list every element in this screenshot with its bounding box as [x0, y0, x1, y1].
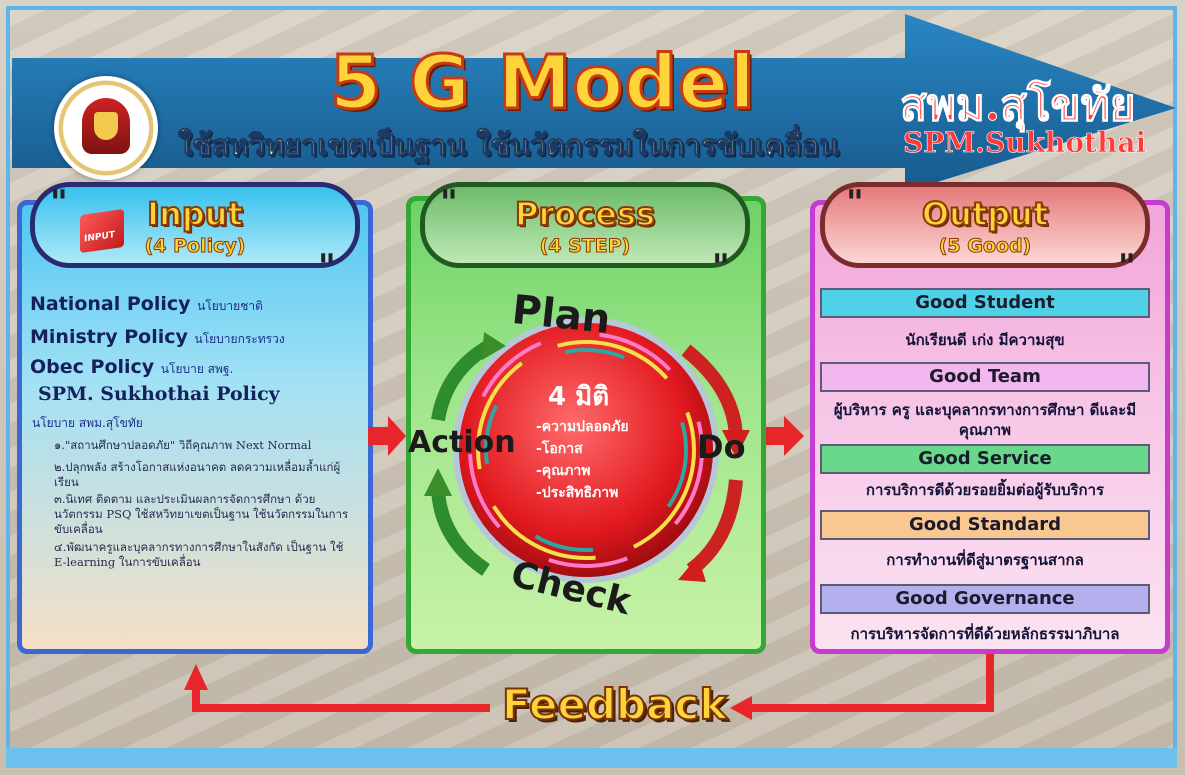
policy-item: National Policy นโยบายชาติ — [30, 293, 263, 315]
input-title: Input — [146, 194, 244, 234]
cycle-ring-teal — [484, 348, 688, 552]
policy-step: ๑."สถานศึกษาปลอดภัย" วิถีคุณภาพ Next Nor… — [54, 438, 312, 452]
quote-open-icon: " — [846, 183, 864, 223]
output-subtitle: (5 Good) — [938, 235, 1032, 258]
feedback-label: Feedback — [501, 679, 728, 730]
output-panel — [810, 200, 1170, 654]
brand-thai: สพม.สุโขทัย — [900, 80, 1137, 132]
arrow-do-to-check-head — [678, 556, 706, 582]
arrow-input-to-process — [368, 416, 406, 456]
policy-item: Ministry Policy นโยบายกระทรวง — [30, 326, 285, 348]
input-panel — [17, 200, 373, 654]
good-label-box: Good Governance — [820, 584, 1150, 614]
spm-policy-thai: นโยบาย สพม.สุโขทัย — [32, 416, 143, 430]
process-title: Process — [514, 194, 656, 234]
policy-step: ๓.นิเทศ ติดตาม และประเมินผลการจัดการศึกษ… — [54, 492, 349, 536]
good-description: การบริการดีด้วยรอยยิ้มต่อผู้รับบริการ — [865, 481, 1105, 499]
banner-arrow-shape — [12, 14, 1176, 192]
main-title: 5 G Model — [329, 39, 757, 128]
arrow-plan-to-do-head — [722, 430, 750, 458]
good-description: การบริหารจัดการที่ดีด้วยหลักธรรมาภิบาล — [850, 625, 1120, 643]
feedback-line-left — [192, 688, 490, 712]
pdca-do-label: Do — [697, 428, 746, 466]
dimension-item: -คุณภาพ — [536, 463, 591, 479]
process-subtitle: (4 STEP) — [539, 235, 631, 258]
process-header: Process (4 STEP) — [420, 182, 750, 268]
cycle-ring-pink — [468, 332, 704, 568]
good-description: นักเรียนดี เก่ง มีความสุข — [905, 331, 1065, 349]
arrow-check-to-action-head — [424, 468, 452, 496]
good-label-box: Good Team — [820, 362, 1150, 392]
dimension-item: -โอกาส — [536, 441, 583, 457]
feedback-arrow-head — [730, 696, 752, 720]
quote-close-icon: " — [318, 247, 336, 287]
cycle-outer-ring — [453, 317, 719, 583]
dimension-item: -ประสิทธิภาพ — [536, 485, 619, 501]
arrow-check-to-action — [431, 489, 490, 576]
quote-open-icon: " — [440, 183, 458, 223]
cycle-ring-yellow — [476, 340, 696, 560]
arrow-plan-to-do — [681, 344, 743, 441]
quote-close-icon: " — [712, 247, 730, 287]
center-title: 4 มิติ — [548, 382, 610, 412]
good-label-box: Good Student — [820, 288, 1150, 318]
pdca-action-label: Action — [408, 425, 516, 460]
feedback-line-right — [750, 654, 994, 712]
arrow-action-to-plan — [431, 338, 495, 422]
main-subtitle: ใช้สหวิทยาเขตเป็นฐาน ใช้นวัตกรรมในการขับ… — [178, 128, 840, 163]
bottom-band — [6, 748, 1177, 768]
good-label-box: Good Standard — [820, 510, 1150, 540]
pdca-cycle-diagram — [424, 317, 750, 583]
brand-english: SPM.Sukhothai — [903, 126, 1147, 160]
school-emblem-logo — [54, 76, 158, 180]
policy-step: ๒.ปลุกพลัง สร้างโอกาสแห่งอนาคต ลดความเหล… — [54, 460, 341, 489]
output-header: Output (5 Good) — [820, 182, 1150, 268]
arrow-process-to-output — [766, 416, 804, 456]
good-description: ผู้บริหาร ครู และบุคลากรทางการศึกษา ดีแล… — [833, 401, 1137, 439]
header-banner — [12, 14, 1176, 192]
policy-item: SPM. Sukhothai Policy — [38, 383, 280, 405]
policy-item: Obec Policy นโยบาย สพฐ. — [30, 356, 234, 378]
dimension-item: -ความปลอดภัย — [536, 419, 629, 435]
quote-close-icon: " — [1118, 247, 1136, 287]
quote-open-icon: " — [50, 183, 68, 223]
input-subtitle: (4 Policy) — [144, 235, 246, 258]
output-title: Output — [921, 194, 1049, 234]
good-label-box: Good Service — [820, 444, 1150, 474]
policy-step: ๔.พัฒนาครูและบุคลากรทางการศึกษาในสังกัด … — [54, 540, 344, 569]
good-description: การทำงานที่ดีสู่มาตรฐานสากล — [886, 551, 1084, 569]
arrow-action-to-plan-head — [482, 332, 506, 360]
feedback-up-arrow-head — [184, 664, 208, 690]
